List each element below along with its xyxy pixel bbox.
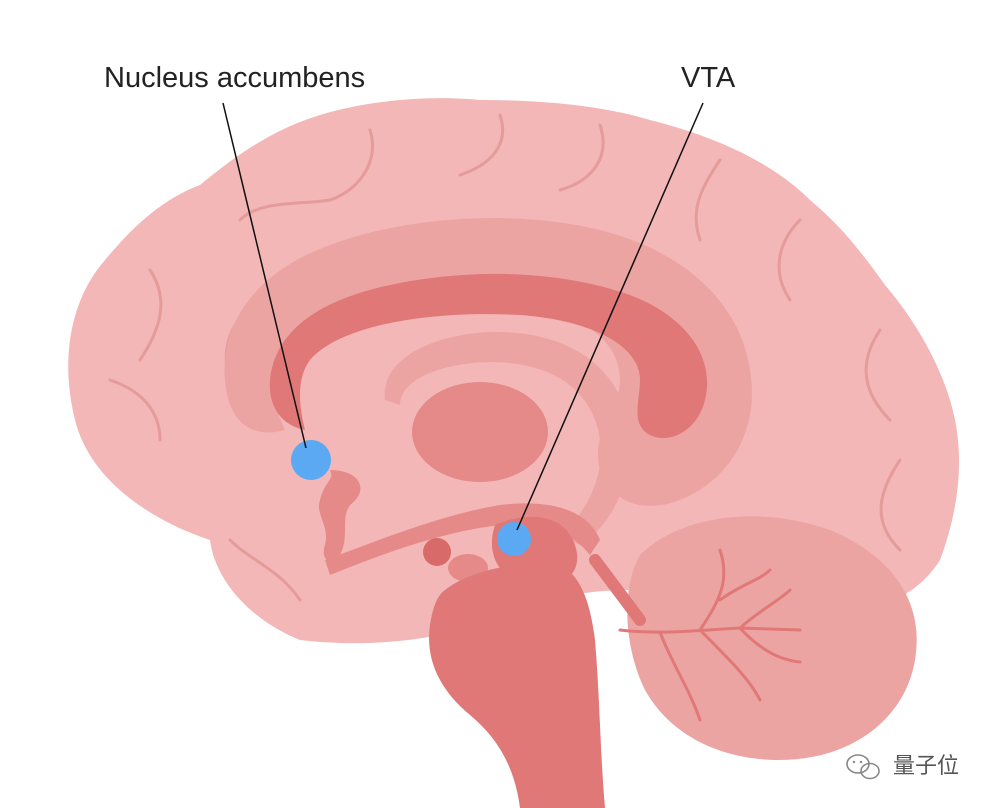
mammillary-body [423,538,451,566]
vta-label: VTA [681,62,736,94]
vta-marker [497,522,531,556]
nucleus-accumbens-label: Nucleus accumbens [104,62,365,94]
watermark-text: 量子位 [893,754,959,779]
wechat-icon [847,755,879,779]
thalamus [412,382,548,482]
nucleus-accumbens-marker [291,440,331,480]
watermark: 量子位 [847,754,959,779]
brainstem [429,564,605,808]
